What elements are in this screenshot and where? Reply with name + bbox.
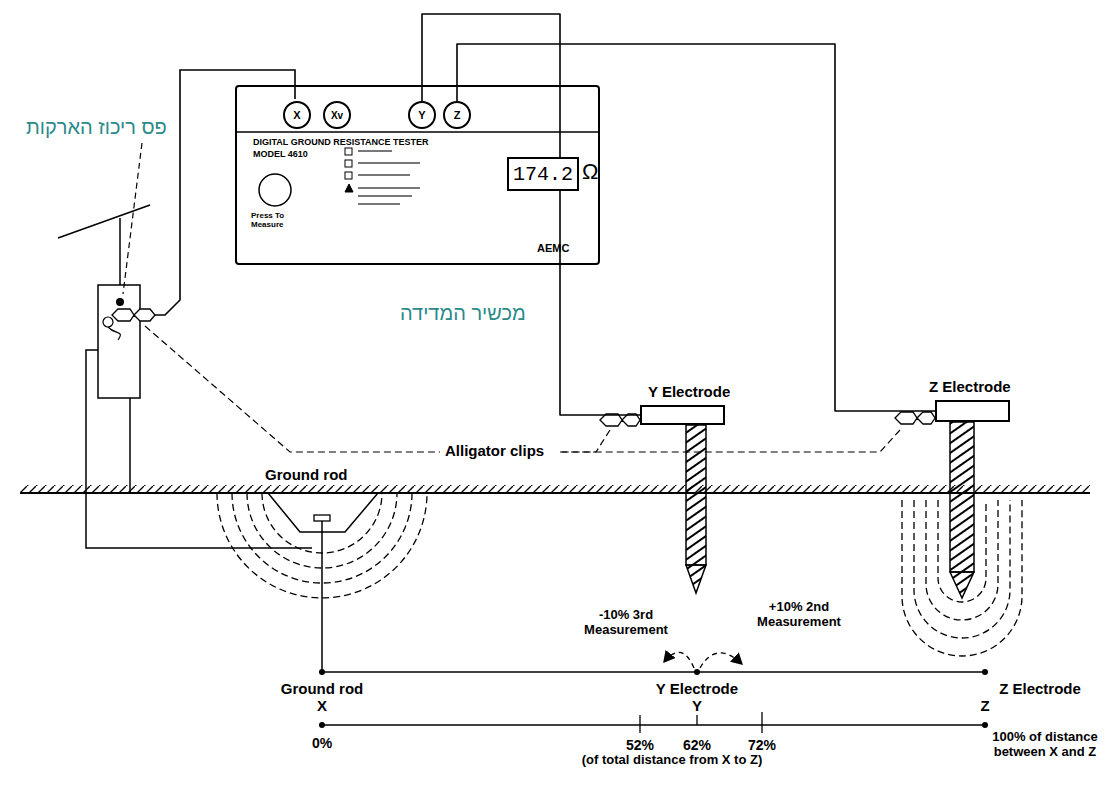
axis-label: Z (980, 697, 989, 714)
note: -10% 3rd Measurement (580, 608, 672, 638)
ground-line (20, 492, 1090, 494)
axis-label: Z Electrode (999, 680, 1081, 697)
percent-label: 0% (312, 735, 332, 751)
check-box-bars (358, 151, 420, 204)
scale-dots (319, 669, 988, 728)
wall-line (58, 205, 150, 238)
node-text: Press To Measure (251, 211, 307, 229)
hebrew-label: מכשיר המדידה (400, 302, 526, 325)
bar-bolt (116, 298, 124, 306)
bar-mount (119, 218, 121, 285)
electrode-handle: Y Electrode (640, 405, 725, 425)
axis-label: X (317, 697, 327, 714)
node-text: Z (454, 109, 461, 121)
node-text: 174.2 (513, 163, 573, 186)
rod-line (321, 521, 323, 672)
current-field (902, 500, 1022, 656)
leader-line (123, 143, 142, 294)
x-wire (155, 70, 295, 315)
terminal: Xv (323, 101, 351, 129)
electrode-handle: Z Electrode (935, 400, 1010, 422)
percent-label: 72% (748, 737, 776, 753)
note: (of total distance from X to Z) (582, 753, 763, 768)
y-electrode-shaft (686, 425, 706, 565)
test-lead (422, 14, 640, 415)
part-label: Alligator clips (442, 442, 547, 459)
node-text: Z Electrode (929, 378, 1011, 395)
y-electrode-tip (686, 565, 706, 593)
percent-label: 52% (626, 737, 654, 753)
pit (268, 493, 378, 532)
node-text: X (293, 109, 300, 121)
node-text: MODEL 4610 (253, 149, 308, 159)
bar-wire (108, 327, 120, 340)
part-label: Ground rod (265, 466, 348, 483)
hebrew-label: פס ריכוז הארקות (26, 116, 167, 139)
percent-line (322, 724, 985, 726)
bus-bar (98, 285, 140, 398)
node-text: AEMC (537, 242, 569, 255)
bar-post (129, 398, 131, 493)
alligator-clip (112, 309, 155, 321)
scale-ticks (640, 712, 762, 733)
earth-wire (86, 350, 312, 548)
node-text: Xv (331, 110, 343, 121)
panel-band (237, 131, 598, 133)
node-text: DIGITAL GROUND RESISTANCE TESTER (253, 137, 429, 147)
note: 100% of distance between X and Z (984, 730, 1106, 760)
move-arrows (664, 652, 742, 668)
ground-rod (314, 515, 330, 521)
z-electrode-shaft (950, 422, 974, 572)
test-lead (457, 44, 935, 411)
terminal: Z (443, 101, 471, 129)
node-text: Y (418, 109, 425, 121)
z-electrode-tip (950, 572, 974, 598)
terminal: X (283, 101, 311, 129)
terminal: Y (408, 101, 436, 129)
tester-panel: DIGITAL GROUND RESISTANCE TESTER MODEL 46… (235, 85, 600, 265)
axis-label: Ground rod (281, 680, 364, 697)
display: 174.2 (507, 157, 579, 191)
axis-label: Y (692, 697, 702, 714)
node-text: Y Electrode (648, 383, 730, 400)
axis-label: Y Electrode (656, 680, 738, 697)
alligator-clip (895, 412, 935, 424)
note: +10% 2nd Measurement (740, 600, 858, 630)
measure-button (259, 174, 291, 206)
ground-hatch (20, 485, 1090, 493)
distance-line (322, 671, 985, 673)
check-boxes (345, 148, 353, 192)
node-text: Ω (582, 159, 598, 184)
percent-label: 62% (683, 737, 711, 753)
bar-bolt (103, 317, 113, 327)
leader-line (145, 326, 900, 452)
